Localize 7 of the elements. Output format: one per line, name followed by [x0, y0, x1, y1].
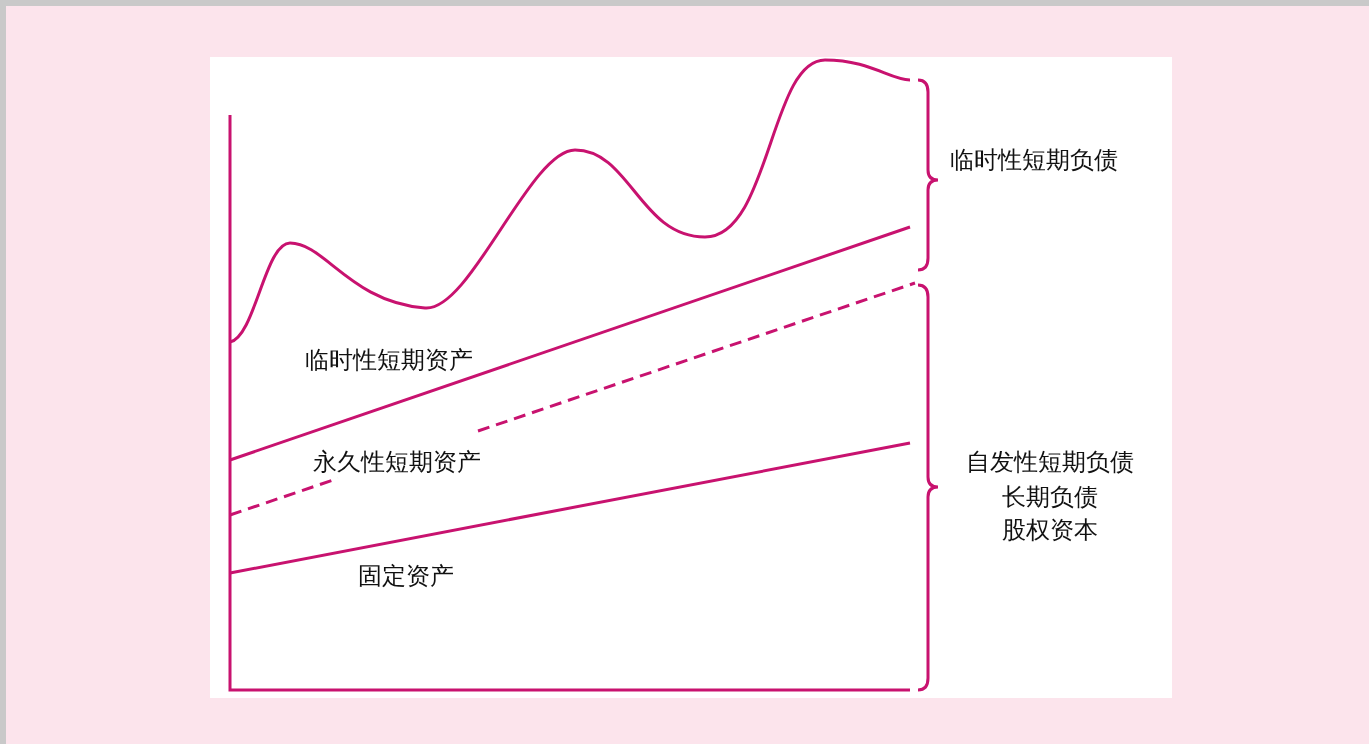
chart-label: 永久性短期资产: [313, 447, 481, 478]
chart-label: 股权资本: [1002, 515, 1098, 546]
chart-label: 自发性短期负债: [966, 447, 1134, 478]
chart-label: 临时性短期负债: [950, 145, 1118, 176]
chart-label: 临时性短期资产: [305, 345, 473, 376]
chart-label: 固定资产: [358, 561, 454, 592]
chart-label: 长期负债: [1002, 482, 1098, 513]
